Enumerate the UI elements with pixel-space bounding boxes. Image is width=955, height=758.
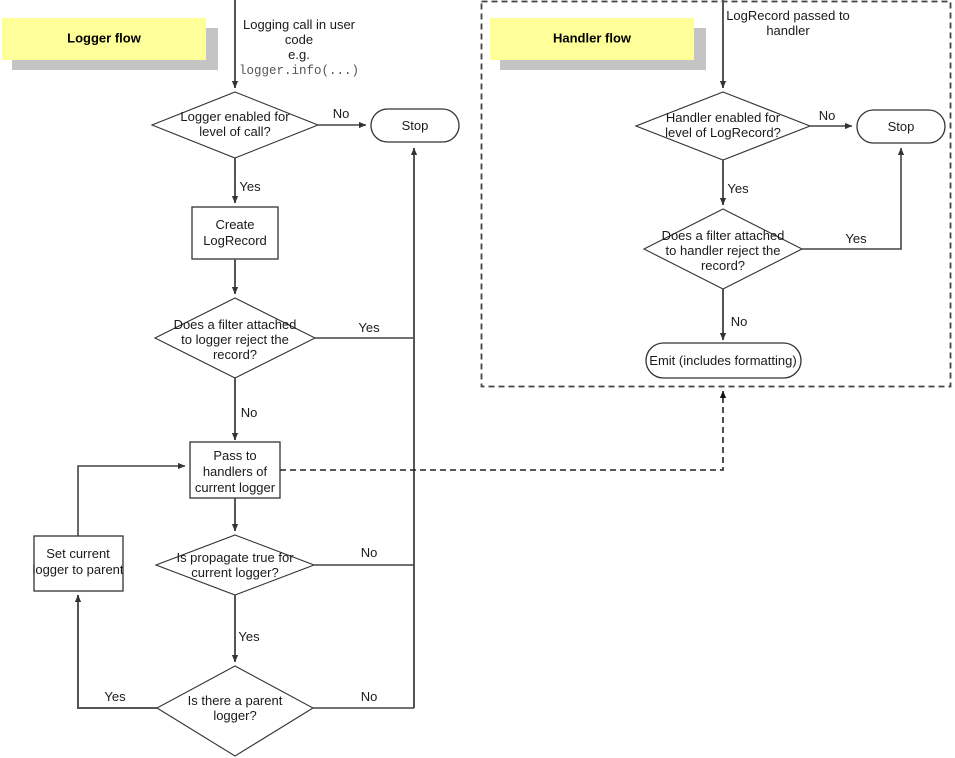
edge-label-handler-enabled-yes: Yes	[727, 181, 749, 196]
edge-handler-filter-yes	[802, 147, 905, 250]
node-logger-enabled-line2: level of call?	[199, 124, 271, 139]
logger-entry-caption-line1: Logging call in user	[243, 17, 356, 32]
handler-flow-banner: Handler flow	[490, 18, 706, 70]
node-set-parent-line2: logger to parent	[32, 562, 123, 577]
handler-entry-caption-line2: handler	[766, 23, 810, 38]
node-logger-filter-line3: record?	[213, 347, 257, 362]
edge-label-logger-filter-yes: Yes	[358, 320, 380, 335]
logger-flow-banner-label: Logger flow	[67, 30, 142, 45]
logger-flow-banner-fill	[2, 18, 206, 60]
edge-label-logger-filter-no: No	[241, 405, 258, 420]
node-logger-enabled-line1: Logger enabled for	[180, 109, 290, 124]
node-handler-filter: Does a filter attached to handler reject…	[642, 208, 804, 290]
edge-dashed-handlers-link	[280, 390, 727, 471]
node-emit-shape	[645, 342, 802, 379]
node-handler-stop-label: Stop	[888, 119, 915, 134]
node-handler-enabled-line2: level of LogRecord?	[665, 125, 781, 140]
logger-entry-caption: Logging call in user code e.g. logger.in…	[239, 17, 359, 78]
node-logger-filter-line1: Does a filter attached	[174, 317, 297, 332]
node-pass-to-handlers-shape	[189, 441, 281, 499]
edge-label-logger-enabled-no: No	[333, 106, 350, 121]
node-has-parent-shape	[155, 665, 315, 757]
handler-entry-caption-line1: LogRecord passed to	[726, 8, 850, 23]
node-create-logrecord: Create LogRecord	[191, 206, 279, 260]
node-logger-filter: Does a filter attached to logger reject …	[153, 297, 317, 379]
node-create-logrecord-line2: LogRecord	[203, 233, 267, 248]
node-handler-filter-line2: to handler reject the	[666, 243, 781, 258]
node-pass-to-handlers: Pass to handlers of current logger	[189, 441, 281, 499]
node-has-parent-line2: logger?	[213, 708, 256, 723]
node-has-parent: Is there a parent logger?	[155, 665, 315, 757]
logger-entry-caption-code: logger.info(...)	[239, 64, 359, 78]
edge-has-parent-yes	[74, 594, 157, 709]
node-emit: Emit (includes formatting)	[645, 342, 802, 379]
edge-set-parent-loopback	[77, 462, 186, 536]
node-handler-enabled: Handler enabled for level of LogRecord?	[634, 91, 812, 161]
edge-label-has-parent-yes: Yes	[104, 689, 126, 704]
node-pass-to-handlers-line3: current logger	[195, 480, 276, 495]
edge-label-handler-enabled-no: No	[819, 108, 836, 123]
edge-label-has-parent-no: No	[361, 689, 378, 704]
node-logger-stop: Stop	[370, 108, 460, 143]
handler-flow-group-box	[480, 0, 952, 388]
handler-entry-caption: LogRecord passed to handler	[726, 8, 850, 38]
node-handler-filter-line1: Does a filter attached	[662, 228, 785, 243]
node-has-parent-line1: Is there a parent	[188, 693, 283, 708]
logger-entry-caption-line3: e.g.	[288, 47, 310, 62]
node-is-propagate-line2: current logger?	[191, 565, 278, 580]
node-handler-stop-shape	[856, 109, 946, 144]
node-create-logrecord-line1: Create	[215, 217, 254, 232]
node-handler-filter-line3: record?	[701, 258, 745, 273]
logger-flow-banner: Logger flow	[2, 18, 218, 70]
node-create-logrecord-shape	[191, 206, 279, 260]
node-logger-enabled: Logger enabled for level of call?	[150, 91, 320, 159]
node-emit-label: Emit (includes formatting)	[649, 353, 796, 368]
node-is-propagate: Is propagate true for current logger?	[154, 534, 316, 596]
edge-label-is-propagate-no: No	[361, 545, 378, 560]
node-handler-enabled-line1: Handler enabled for	[666, 110, 781, 125]
edge-label-is-propagate-yes: Yes	[238, 629, 260, 644]
handler-flow-banner-label: Handler flow	[553, 30, 632, 45]
logger-entry-caption-line2: code	[285, 32, 313, 47]
edge-label-logger-enabled-yes: Yes	[239, 179, 261, 194]
node-handler-stop: Stop	[856, 109, 946, 144]
node-set-parent-line1: Set current	[46, 546, 110, 561]
node-logger-stop-shape	[370, 108, 460, 143]
node-pass-to-handlers-line2: handlers of	[203, 464, 268, 479]
handler-flow-banner-fill	[490, 18, 694, 60]
node-logger-stop-label: Stop	[402, 118, 429, 133]
node-logger-filter-line2: to logger reject the	[181, 332, 289, 347]
node-set-parent: Set current logger to parent	[32, 535, 124, 592]
node-pass-to-handlers-line1: Pass to	[213, 448, 256, 463]
node-is-propagate-line1: Is propagate true for	[176, 550, 294, 565]
edge-label-handler-filter-no: No	[731, 314, 748, 329]
edge-label-handler-filter-yes: Yes	[845, 231, 867, 246]
